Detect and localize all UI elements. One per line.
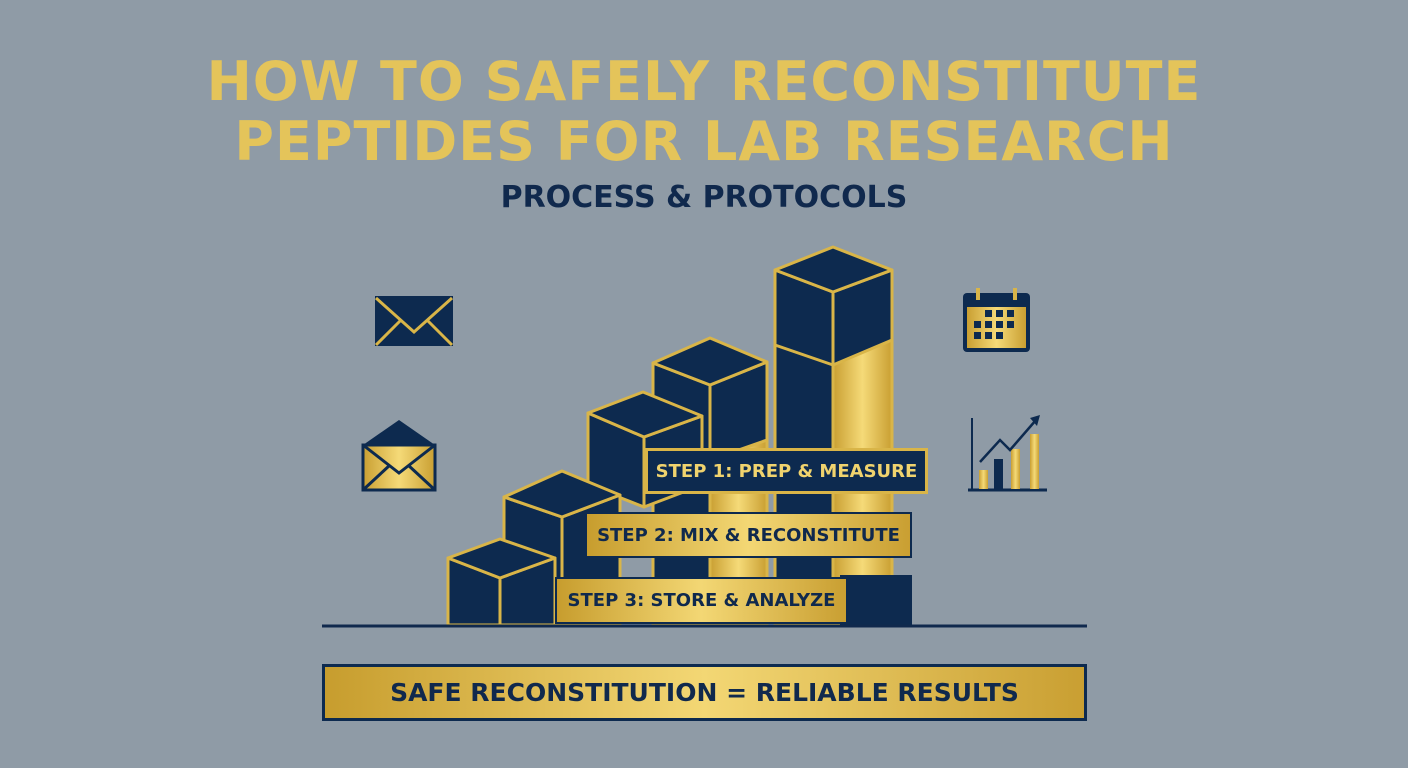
calendar-icon — [963, 288, 1030, 352]
step-1-banner: STEP 1: PREP & MEASURE — [645, 448, 928, 494]
tall-column-block — [773, 245, 894, 627]
title-line-1: HOW TO SAFELY RECONSTITUTE — [206, 50, 1202, 113]
footer-banner: SAFE RECONSTITUTION = RELIABLE RESULTS — [322, 664, 1087, 721]
step-2-banner: STEP 2: MIX & RECONSTITUTE — [585, 512, 912, 558]
open-envelope-icon — [361, 420, 437, 492]
cube-block-1 — [446, 537, 557, 627]
step-3-banner: STEP 3: STORE & ANALYZE — [555, 577, 848, 624]
subtitle: PROCESS & PROTOCOLS — [500, 180, 908, 215]
title-line-2: PEPTIDES FOR LAB RESEARCH — [234, 110, 1174, 173]
bar-chart-icon — [968, 415, 1047, 492]
base-block — [840, 575, 912, 625]
envelope-icon — [374, 296, 454, 347]
